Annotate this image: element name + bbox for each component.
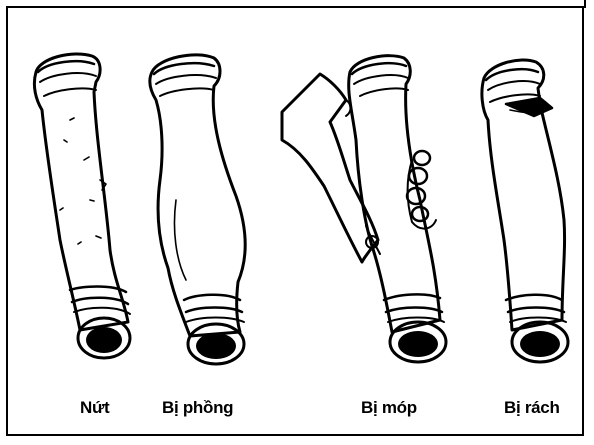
hose-swollen [150, 55, 245, 364]
hose-cracked [34, 54, 130, 358]
label-dented: Bị móp [361, 398, 417, 418]
label-cracked: Nứt [80, 398, 109, 418]
label-torn: Bị rách [504, 398, 560, 418]
label-swollen: Bị phồng [162, 398, 233, 418]
hose-dented [282, 56, 446, 362]
hose-torn [482, 60, 568, 362]
